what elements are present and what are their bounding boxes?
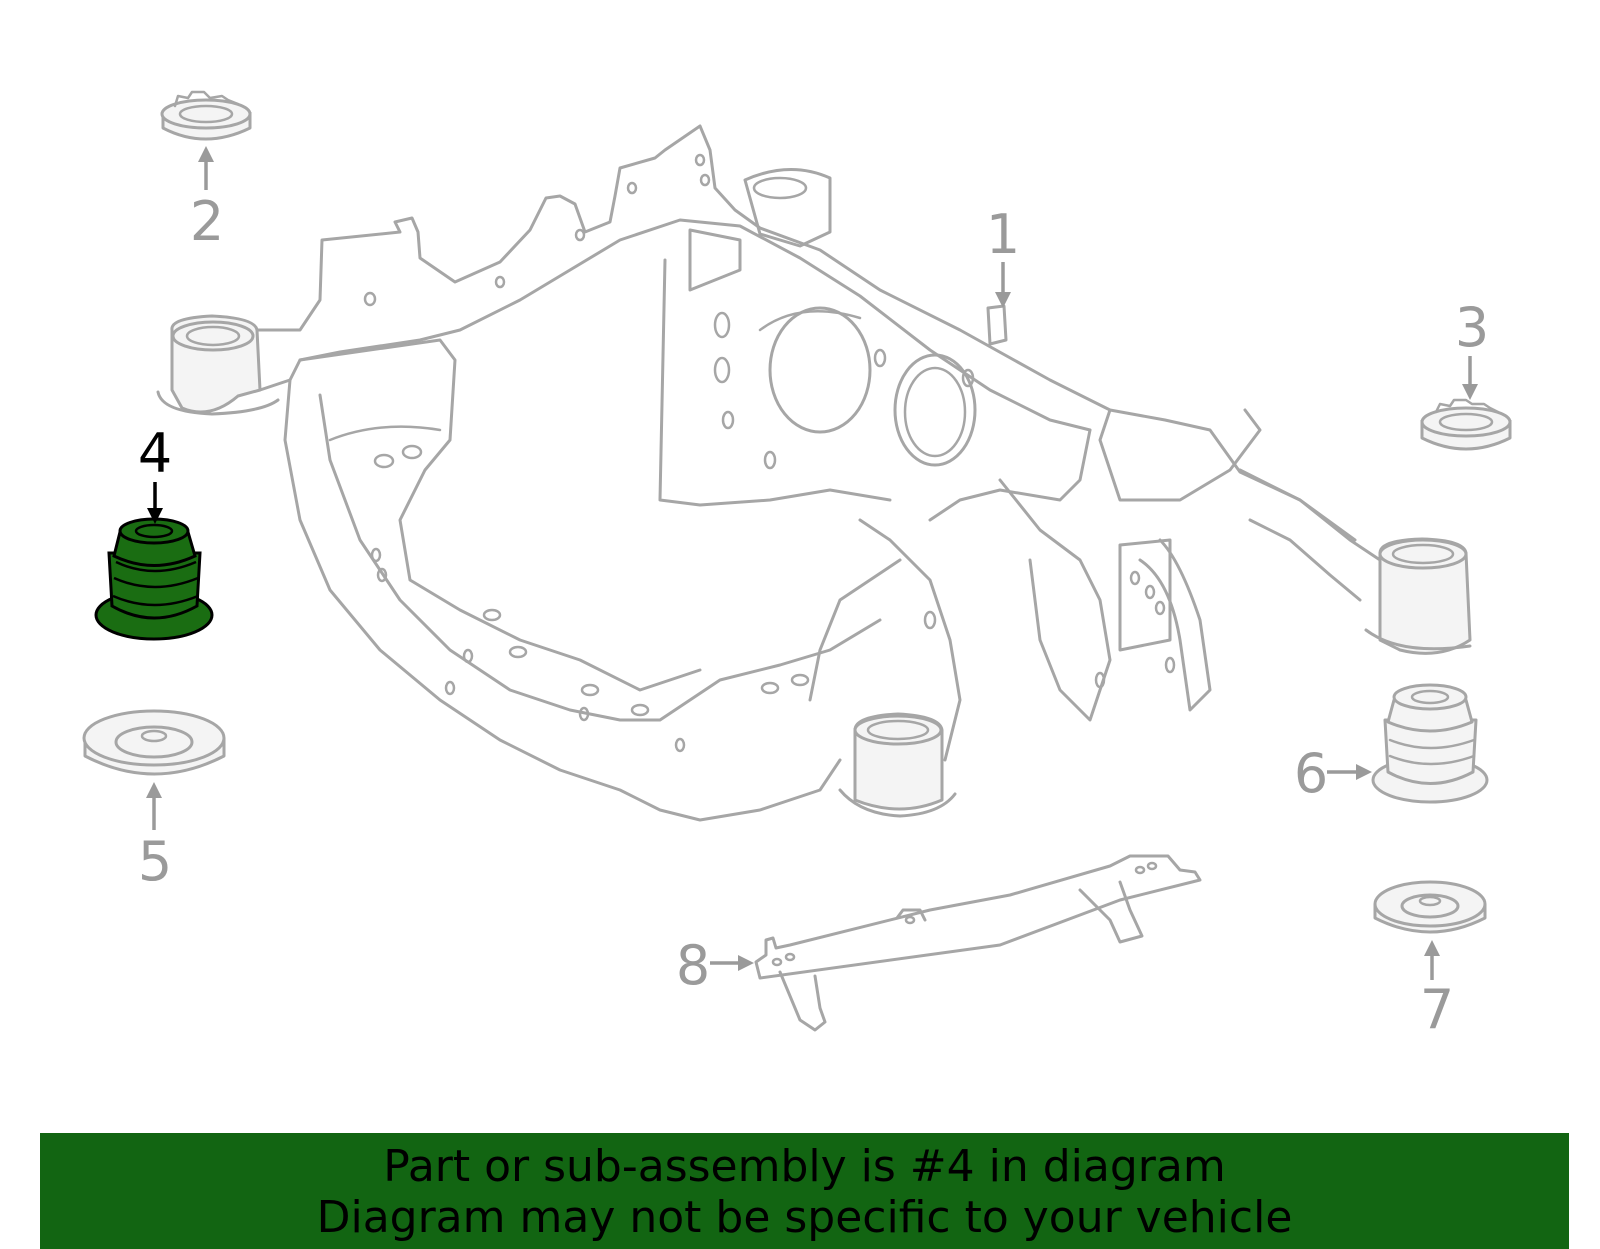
bushing-cap-part-3[interactable] xyxy=(1420,398,1512,451)
bushing-part-6[interactable] xyxy=(1371,683,1489,804)
callout-label-8: 8 xyxy=(676,934,710,997)
arrowhead-7 xyxy=(1424,940,1440,956)
callout-label-3: 3 xyxy=(1455,296,1489,359)
callout-label-4: 4 xyxy=(138,422,172,485)
washer-part-5[interactable] xyxy=(82,709,226,776)
bushing-part-4-highlighted[interactable] xyxy=(94,517,214,641)
bushing-cap-part-2[interactable] xyxy=(160,90,252,141)
callout-label-6: 6 xyxy=(1294,742,1328,805)
banner-line-2: Diagram may not be specific to your vehi… xyxy=(316,1192,1293,1243)
arrowhead-2 xyxy=(198,146,214,162)
callout-label-7: 7 xyxy=(1420,978,1454,1041)
arrowhead-1 xyxy=(995,292,1011,308)
brace-part-8[interactable] xyxy=(754,854,1202,1032)
callout-arrows xyxy=(146,146,1478,980)
arrowhead-6 xyxy=(1356,764,1372,780)
info-banner: Part or sub-assembly is #4 in diagram Di… xyxy=(40,1133,1569,1249)
callout-label-2: 2 xyxy=(190,190,224,253)
banner-line-1: Part or sub-assembly is #4 in diagram xyxy=(383,1141,1226,1192)
arrowhead-4 xyxy=(147,508,163,524)
callout-labels: 1 2 3 4 5 6 7 8 xyxy=(138,190,1489,1041)
callout-label-5: 5 xyxy=(138,830,172,893)
arrowhead-8 xyxy=(738,955,754,971)
arrowhead-3 xyxy=(1462,384,1478,400)
arrowhead-5 xyxy=(146,782,162,798)
callout-label-1: 1 xyxy=(986,203,1020,266)
washer-part-7[interactable] xyxy=(1373,880,1487,934)
subframe-part-1[interactable] xyxy=(156,124,1472,822)
